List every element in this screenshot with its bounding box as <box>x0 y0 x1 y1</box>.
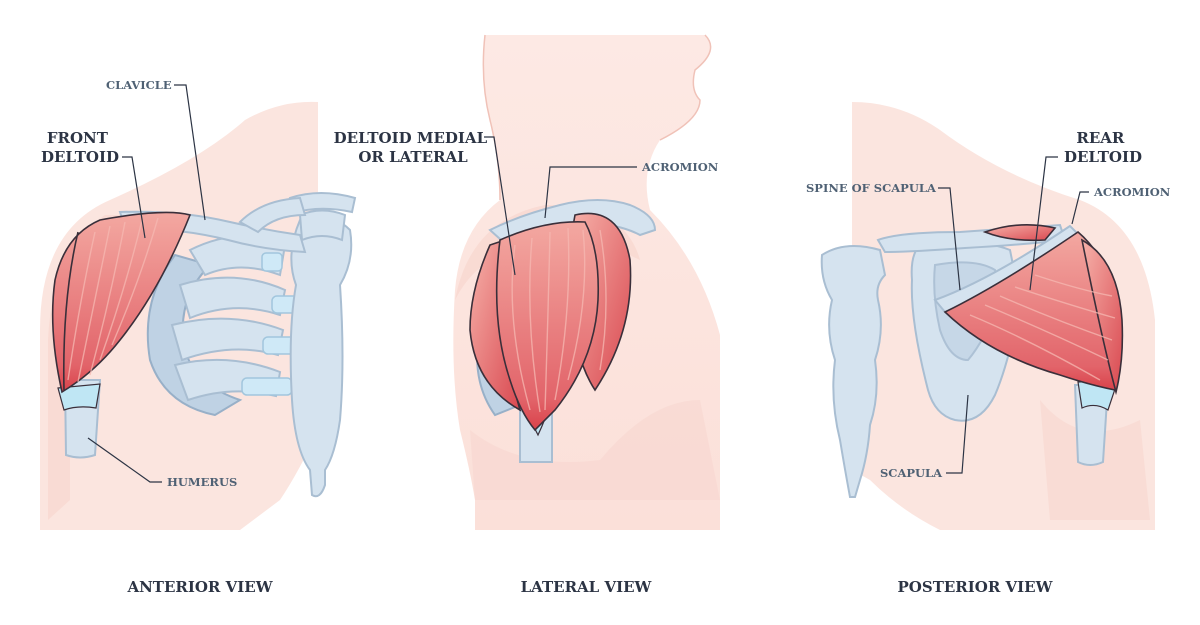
anterior-sternum <box>289 215 353 498</box>
deltoid-medial-label-line2: OR LATERAL <box>358 148 468 166</box>
lateral-view: DELTOID MEDIAL OR LATERAL ACROMION LATER… <box>334 34 720 596</box>
clavicle-label: CLAVICLE <box>106 78 172 92</box>
lateral-acromion-leader <box>544 166 637 219</box>
spine-of-scapula-leader <box>938 187 961 291</box>
scapula-label: SCAPULA <box>880 466 943 480</box>
posterior-spine <box>820 245 887 498</box>
front-deltoid-leader <box>122 156 146 239</box>
svg-text:FRONT DELTOID: FRONT DELTOID <box>41 129 119 166</box>
rear-deltoid-leader <box>1029 156 1058 291</box>
lateral-skin-outline <box>482 34 712 201</box>
lateral-arm-skin <box>470 400 720 500</box>
posterior-acromion-leader <box>1071 191 1089 225</box>
rear-deltoid-label-line1: REAR <box>1076 129 1125 147</box>
anterior-front-deltoid-muscle <box>51 211 192 394</box>
deltoid-medial-label-line1: DELTOID MEDIAL <box>334 129 488 147</box>
posterior-view: REAR DELTOID SPINE OF SCAPULA ACROMION S… <box>806 102 1171 596</box>
scapula-leader <box>946 394 969 474</box>
clavicle-leader <box>174 84 206 221</box>
spine-of-scapula-label: SPINE OF SCAPULA <box>806 181 937 195</box>
lateral-view-title: LATERAL VIEW <box>521 578 653 596</box>
anterior-view: FRONT DELTOID CLAVICLE HUMERUS ANTERIOR … <box>40 78 357 596</box>
humerus-leader <box>87 437 162 483</box>
front-deltoid-label-line1: FRONT <box>47 129 109 147</box>
humerus-label: HUMERUS <box>167 475 237 489</box>
anterior-view-title: ANTERIOR VIEW <box>126 578 273 596</box>
deltoid-medial-leader <box>484 136 516 276</box>
posterior-acromion-label: ACROMION <box>1093 185 1171 199</box>
rear-deltoid-label-line2: DELTOID <box>1064 148 1142 166</box>
posterior-view-title: POSTERIOR VIEW <box>898 578 1054 596</box>
svg-text:DELTOID MEDIAL OR LATERA: DELTOID MEDIAL OR LATERAL <box>334 129 493 166</box>
front-deltoid-label-line2: DELTOID <box>41 148 119 166</box>
svg-text:REAR DELTOID: REAR DELTOID <box>1064 129 1142 166</box>
lateral-acromion-label: ACROMION <box>641 160 719 174</box>
anterior-coracoid <box>238 196 307 234</box>
anterior-cervical-vertebra <box>288 192 357 242</box>
